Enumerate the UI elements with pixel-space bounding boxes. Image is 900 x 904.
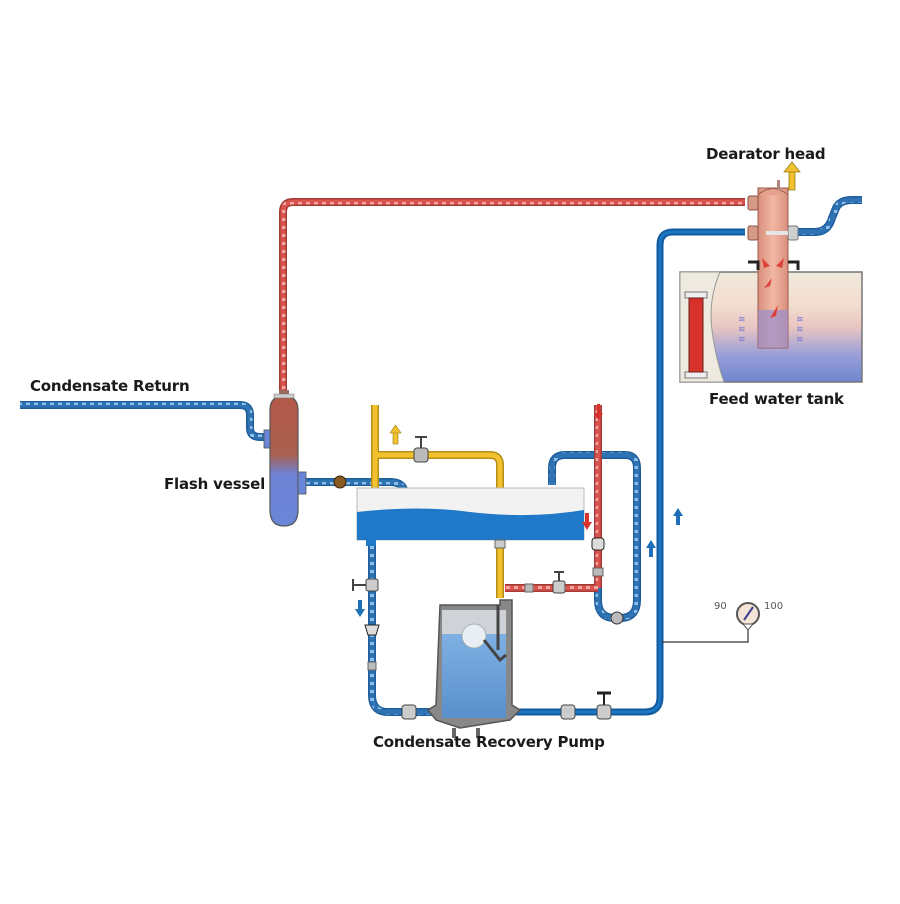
svg-text:≋: ≋ [796,315,804,325]
gauge-scale-high: 100 [764,601,784,612]
feed-water-tank-label: Feed water tank [709,390,844,408]
gauge-impulse-line [662,628,749,643]
globe-valve-icon [413,447,429,463]
condensate-return-pipe [20,401,272,441]
flash-vessel-label: Flash vessel [164,475,266,493]
flow-arrows-dearator [762,258,784,318]
steam-valve-icon [552,580,566,594]
svg-text:≋: ≋ [738,335,746,345]
condensate-recovery-pump-label: Condensate Recovery Pump [373,733,605,751]
svg-text:≋: ≋ [796,335,804,345]
gauge-scale-low: 90 [714,601,727,612]
valves [333,436,624,720]
flash-vessel [263,390,307,527]
receiver-tank [356,487,585,546]
condensate-recovery-pump [426,599,522,738]
dearator-head-label: Dearator head [706,145,826,163]
heat-wave-icons: ≋≋≋ ≋≋≋ [738,315,804,345]
pump-inlet-pipe [368,540,435,716]
dearator-head [747,180,800,349]
svg-text:≋: ≋ [738,315,746,325]
isolation-valve-icon [365,578,379,592]
flow-arrows [355,404,683,617]
trap-icon [591,537,605,551]
pressure-gauge [736,602,760,631]
vent-arrow-icon [783,161,801,191]
svg-text:≋: ≋ [738,325,746,335]
condensate-return-label: Condensate Return [30,377,190,395]
check-valve-icon [333,475,347,489]
discharge-valve-icon [596,704,612,720]
arrow-up-icon [389,424,402,445]
svg-text:≋: ≋ [796,325,804,335]
arrow-up-icon [646,508,683,557]
arrow-down-icon [582,404,603,530]
arrow-down-icon [355,600,365,617]
